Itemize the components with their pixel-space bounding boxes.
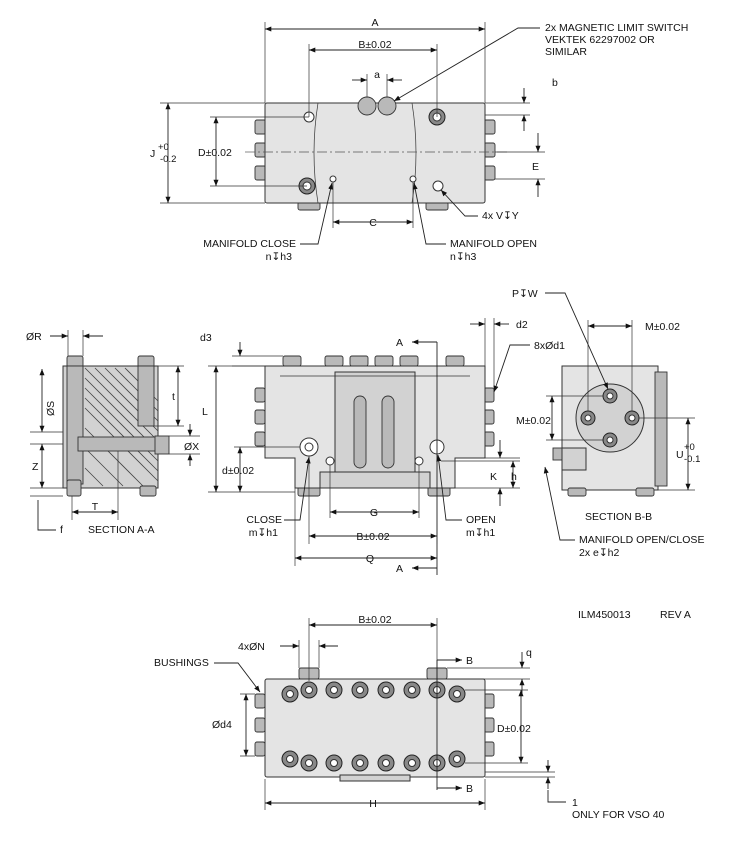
dim-1: 1 xyxy=(572,797,578,809)
dim-d2: d2 xyxy=(516,319,528,331)
dim-d4: Ød4 xyxy=(212,719,232,731)
manifold-close-label: MANIFOLD CLOSE xyxy=(203,238,296,250)
manifold-hole xyxy=(414,456,424,466)
revision: REV A xyxy=(660,609,691,621)
top-view: A B±0.02 a b E J +0 -0.2 D±0.02 C xyxy=(150,17,688,263)
dim-U-upper: +0 xyxy=(684,442,695,453)
section-a-title: SECTION A-A xyxy=(88,524,155,536)
manifold-open-spec: n↧h3 xyxy=(450,251,476,263)
dim-G: G xyxy=(370,507,378,519)
section-b-title: SECTION B-B xyxy=(585,511,652,523)
dim-Z: Z xyxy=(32,461,39,473)
dim-b: b xyxy=(552,77,558,89)
manifold-hole xyxy=(329,175,337,183)
manifold-open-label: MANIFOLD OPEN xyxy=(450,238,537,250)
bolt-row-top xyxy=(281,681,466,703)
dim-q: q xyxy=(526,647,532,659)
switch-callout-3: SIMILAR xyxy=(545,46,587,58)
dim-X: ØX xyxy=(184,441,199,453)
section-arrow-B-bottom: B xyxy=(466,783,473,795)
dim-B-front: B±0.02 xyxy=(356,531,389,543)
dim-J-upper: +0 xyxy=(158,142,169,153)
limit-switch xyxy=(357,96,377,116)
limit-switch xyxy=(377,96,397,116)
side-knob xyxy=(483,142,496,158)
side-knob xyxy=(483,165,496,181)
switch-callout-2: VEKTEK 62297002 OR xyxy=(545,34,655,46)
dim-S: ØS xyxy=(45,401,57,416)
p-w-callout: P↧W xyxy=(512,288,538,300)
bottom-view: B±0.02 4xØN B B q D±0.02 BUSHINGS Ød4 H xyxy=(154,614,665,821)
section-arrow-B-top: B xyxy=(466,655,473,667)
dim-t: t xyxy=(172,391,175,403)
manifold-hole xyxy=(409,175,417,183)
dim-E: E xyxy=(532,161,539,173)
dim-H: H xyxy=(369,798,377,810)
side-knob xyxy=(254,119,267,135)
section-arrow-A-bottom: A xyxy=(396,563,403,575)
dim-J: J xyxy=(150,148,155,160)
dim-M-vertical: M±0.02 xyxy=(516,415,551,427)
dim-L: L xyxy=(202,406,208,418)
dim-N: 4xØN xyxy=(238,641,265,653)
manifold-oc-label: MANIFOLD OPEN/CLOSE xyxy=(579,534,704,546)
dim-f: f xyxy=(60,524,63,536)
manifold-close-spec: n↧h3 xyxy=(266,251,292,263)
bushings-label: BUSHINGS xyxy=(154,657,209,669)
dim-D-bottom: D±0.02 xyxy=(497,723,531,735)
dim-C: C xyxy=(369,217,377,229)
dim-J-lower: -0.2 xyxy=(160,154,176,165)
section-arrow-A-top: A xyxy=(396,337,403,349)
section-b-b: P↧W M±0.02 M±0.02 U +0 -0.1 SECTION B-B … xyxy=(512,288,704,559)
manifold-hole xyxy=(325,456,335,466)
side-knob xyxy=(483,119,496,135)
only-vso-note: ONLY FOR VSO 40 xyxy=(572,809,665,821)
port-hole xyxy=(432,180,444,192)
dim-B-bottom: B±0.02 xyxy=(358,614,391,626)
side-knob xyxy=(254,165,267,181)
dim-D: D±0.02 xyxy=(198,147,232,159)
dim-U: U xyxy=(676,449,684,461)
dim-d: d±0.02 xyxy=(222,465,254,477)
dim-U-lower: -0.1 xyxy=(684,454,700,465)
section-a-a: ØR ØS t Z ØX T f SECTION A-A xyxy=(26,330,200,536)
dim-M-horizontal: M±0.02 xyxy=(645,321,680,333)
bolt-row-bottom xyxy=(281,750,466,772)
open-spec: m↧h1 xyxy=(466,527,495,539)
dim-B: B±0.02 xyxy=(358,39,391,51)
dim-a: a xyxy=(374,69,380,81)
close-spec: m↧h1 xyxy=(249,527,278,539)
dim-A: A xyxy=(371,17,378,29)
front-view: A A d3 L d±0.02 d2 8xØd1 K h G xyxy=(200,318,565,575)
dim-Q: Q xyxy=(366,553,374,565)
top-view-body xyxy=(264,102,486,204)
dim-d3: d3 xyxy=(200,332,212,344)
close-label: CLOSE xyxy=(246,514,282,526)
drawing-number: ILM450013 xyxy=(578,609,631,621)
holes-callout: 4x V↧Y xyxy=(482,210,519,222)
dim-T: T xyxy=(92,501,99,513)
dim-h: h xyxy=(511,471,517,483)
side-knob xyxy=(254,142,267,158)
switch-callout-1: 2x MAGNETIC LIMIT SWITCH xyxy=(545,22,688,34)
dim-K: K xyxy=(490,471,497,483)
open-label: OPEN xyxy=(466,514,496,526)
manifold-oc-spec: 2x e↧h2 xyxy=(579,547,619,559)
dim-d1: 8xØd1 xyxy=(534,340,565,352)
dim-R: ØR xyxy=(26,331,42,343)
